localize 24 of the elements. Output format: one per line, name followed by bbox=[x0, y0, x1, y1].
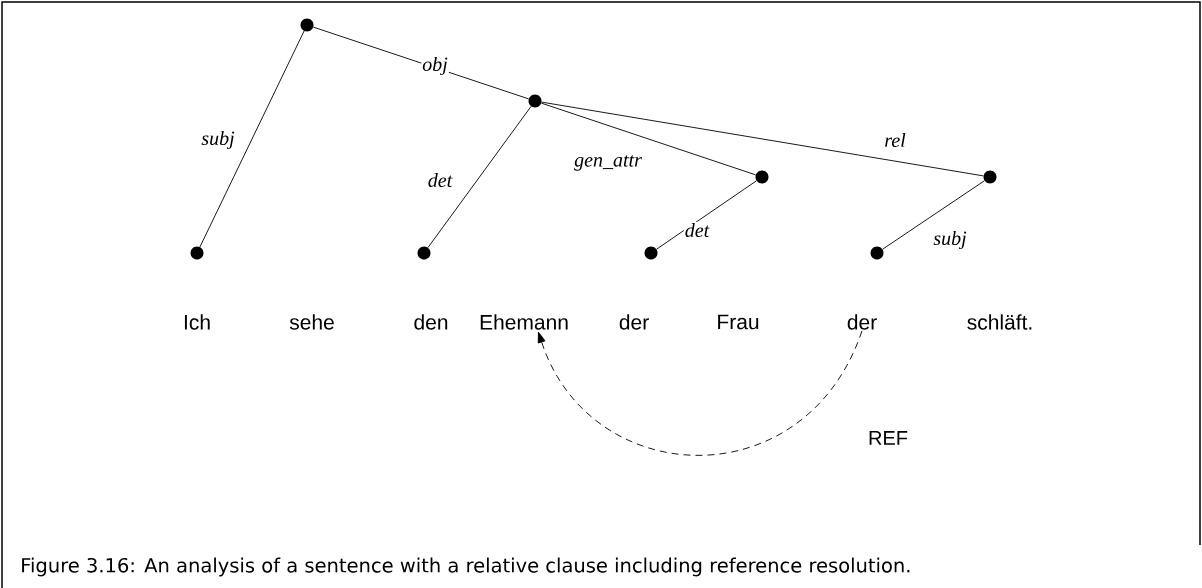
edge-label: subj bbox=[932, 229, 968, 251]
word: den bbox=[414, 314, 448, 330]
edge-label: det bbox=[426, 171, 454, 189]
word: Frau bbox=[718, 314, 759, 330]
figure-caption: Figure 3.16: An analysis of a sentence with a relative clause including reference resolution. bbox=[22, 557, 910, 577]
word: der bbox=[847, 314, 877, 330]
edge-label: obj bbox=[421, 55, 449, 77]
tree-edge bbox=[656, 180, 757, 250]
word: Ich bbox=[184, 314, 210, 330]
word: Ehemann bbox=[480, 314, 568, 330]
tree-edge bbox=[882, 180, 985, 250]
tree-edge bbox=[199, 30, 305, 248]
arrow bbox=[537, 330, 863, 456]
edge-label: rel bbox=[883, 131, 907, 149]
tree-edge bbox=[540, 102, 757, 176]
edge-label: det bbox=[683, 221, 711, 239]
tree-edge bbox=[541, 101, 984, 177]
word: schläft. bbox=[967, 314, 1032, 330]
edge-label: gen_attr bbox=[573, 154, 643, 172]
tree-edge bbox=[427, 105, 532, 249]
word: der bbox=[619, 314, 649, 330]
word: sehe bbox=[289, 314, 334, 330]
edge-label: subj bbox=[200, 129, 236, 151]
edge-label: REF bbox=[867, 430, 909, 446]
